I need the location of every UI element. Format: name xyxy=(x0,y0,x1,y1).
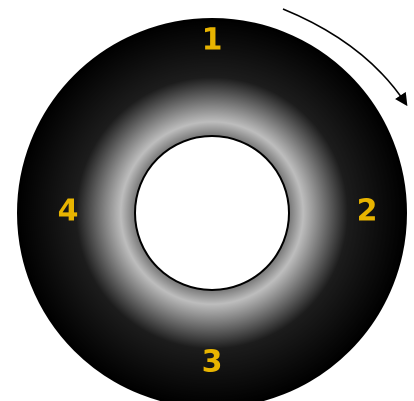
position-label-3: 3 xyxy=(202,345,223,380)
inner-hole xyxy=(135,136,289,290)
position-label-1: 1 xyxy=(202,23,223,58)
position-label-2: 2 xyxy=(357,194,378,229)
position-label-4: 4 xyxy=(58,194,79,229)
